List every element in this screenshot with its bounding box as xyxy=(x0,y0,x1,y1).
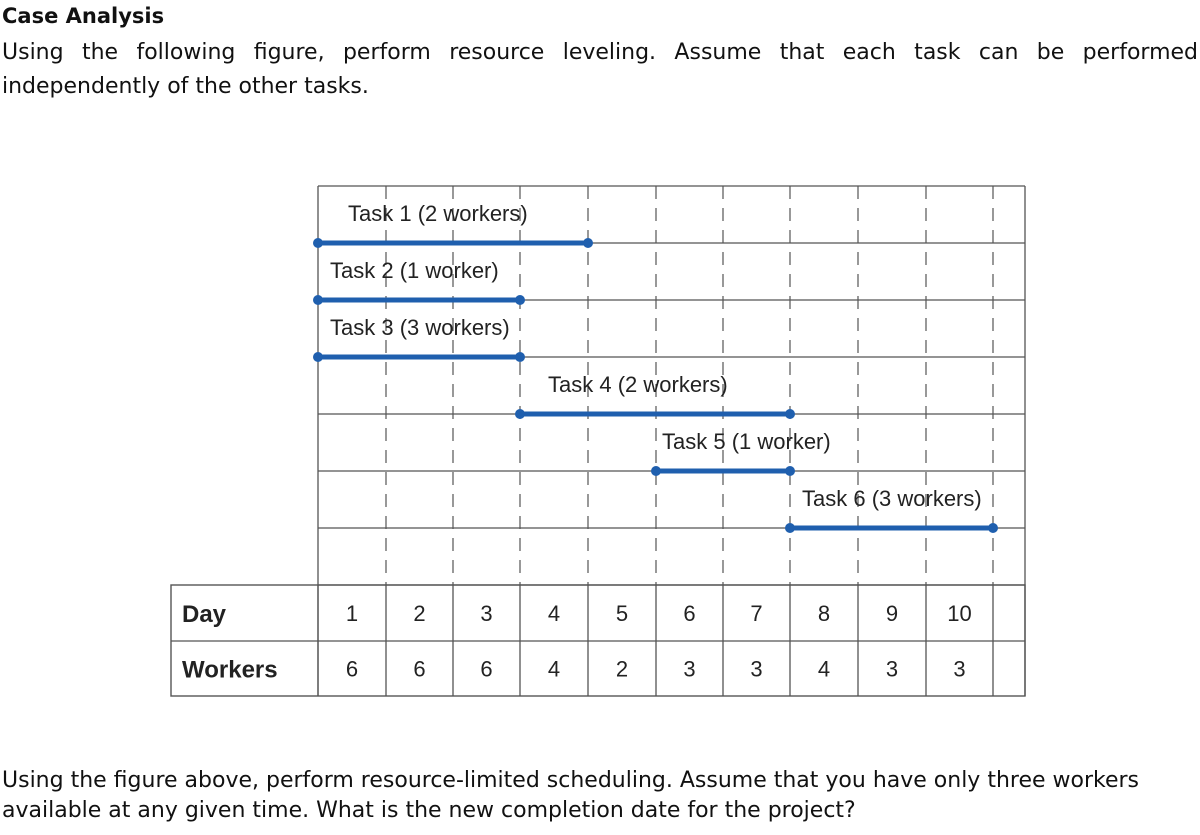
task-bar-end xyxy=(515,352,525,362)
day-row-header: Day xyxy=(182,601,227,628)
day-cell: 4 xyxy=(548,601,560,626)
task-bar-end xyxy=(515,295,525,305)
task-bar-end xyxy=(785,466,795,476)
workers-cell: 3 xyxy=(750,657,762,682)
task-bar-start xyxy=(651,466,661,476)
task-label: Task 3 (3 workers) xyxy=(330,315,510,340)
workers-cell: 4 xyxy=(818,657,830,682)
task-bar-start xyxy=(313,295,323,305)
day-cell: 10 xyxy=(947,601,971,626)
question-text: Using the figure above, perform resource… xyxy=(2,768,1140,823)
task-bar-end xyxy=(583,238,593,248)
workers-row-header: Workers xyxy=(182,657,278,684)
workers-cell: 4 xyxy=(548,657,560,682)
task-label: Task 1 (2 workers) xyxy=(348,201,528,226)
day-cell: 5 xyxy=(616,601,628,626)
task-label: Task 5 (1 worker) xyxy=(662,429,831,454)
day-cell: 1 xyxy=(346,601,358,626)
day-cell: 2 xyxy=(413,601,425,626)
task-bar-end xyxy=(988,523,998,533)
task-bar-start xyxy=(785,523,795,533)
task-label: Task 6 (3 workers) xyxy=(802,486,982,511)
task-bar-start xyxy=(313,238,323,248)
workers-cell: 6 xyxy=(346,657,358,682)
day-cell: 7 xyxy=(750,601,762,626)
task-bar-start xyxy=(515,409,525,419)
day-cell: 8 xyxy=(818,601,830,626)
task-bar-start xyxy=(313,352,323,362)
workers-cell: 2 xyxy=(616,657,628,682)
heading: Case Analysis xyxy=(2,4,165,28)
task-bar-end xyxy=(785,409,795,419)
day-cell: 3 xyxy=(480,601,492,626)
workers-cell: 3 xyxy=(953,657,965,682)
day-cell: 9 xyxy=(886,601,898,626)
task-label: Task 2 (1 worker) xyxy=(330,258,499,283)
workers-cell: 6 xyxy=(480,657,492,682)
task-label: Task 4 (2 workers) xyxy=(548,372,728,397)
day-cell: 6 xyxy=(683,601,695,626)
workers-cell: 3 xyxy=(683,657,695,682)
intro-text: Using the following figure, perform reso… xyxy=(2,40,1198,99)
workers-cell: 3 xyxy=(886,657,898,682)
workers-cell: 6 xyxy=(413,657,425,682)
